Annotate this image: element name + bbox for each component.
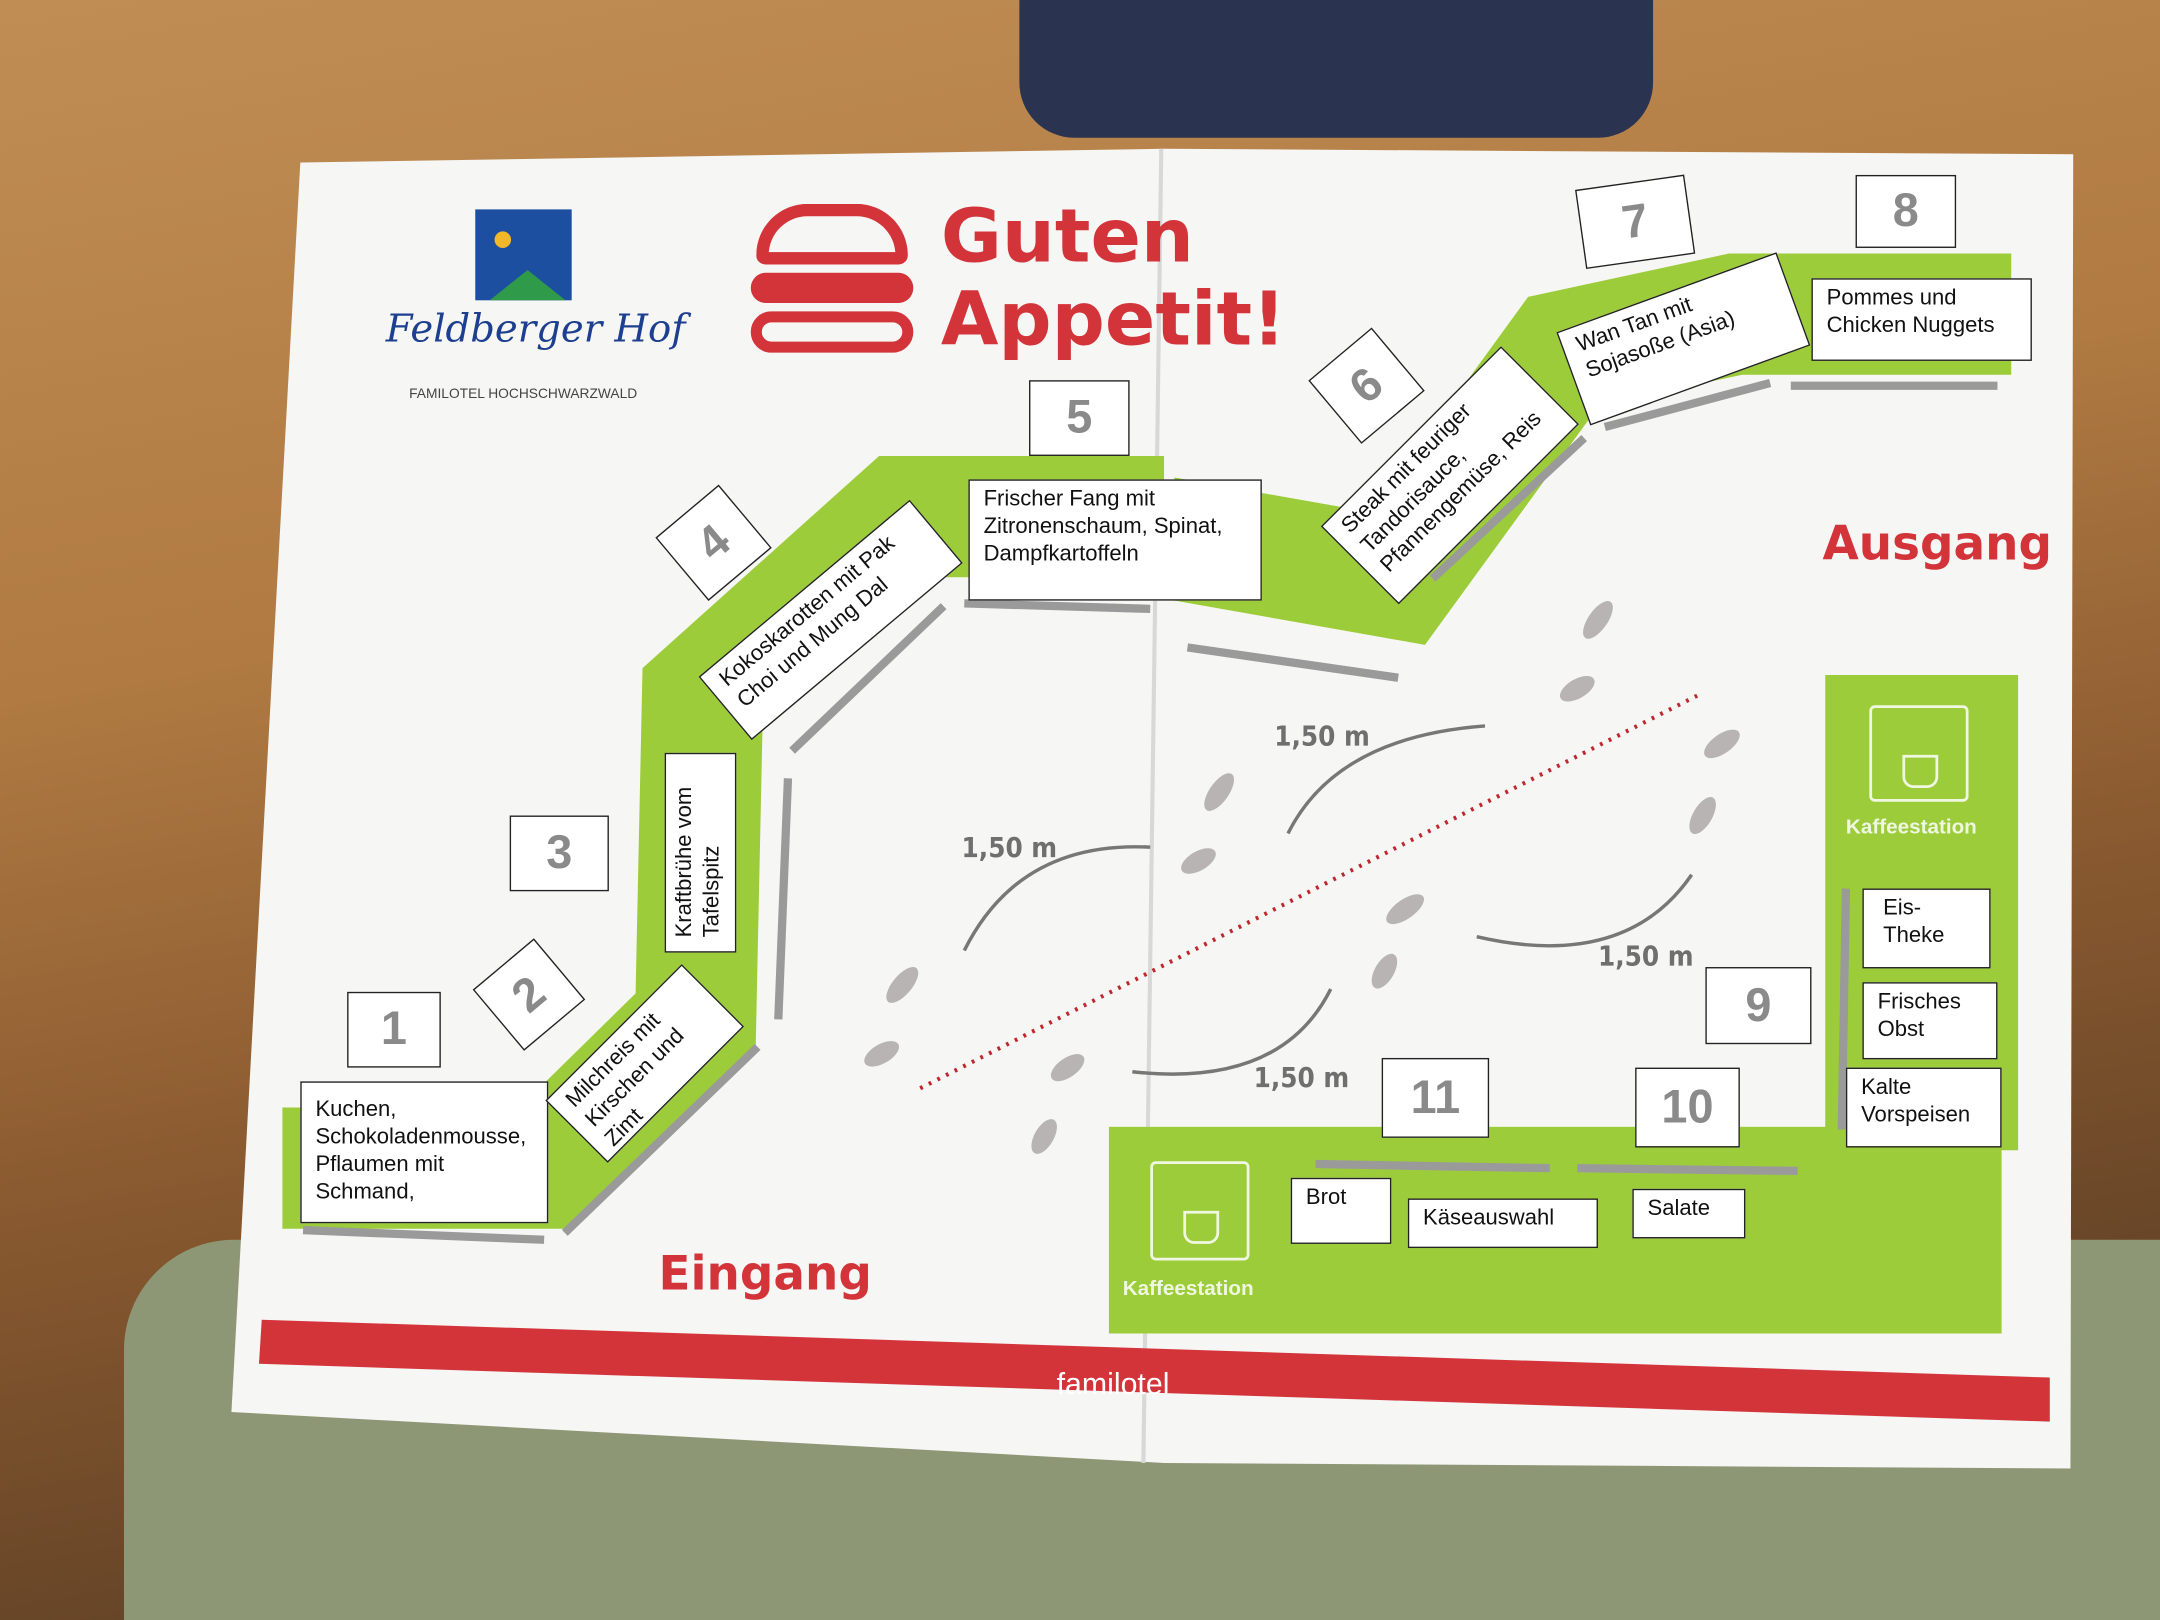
logo-subtitle: FAMILOTEL HOCHSCHWARZWALD bbox=[409, 387, 638, 403]
distance-label: 1,50 m bbox=[1274, 719, 1370, 753]
footer-red-bar bbox=[258, 1319, 2050, 1422]
distance-label: 1,50 m bbox=[1597, 939, 1694, 973]
station-label: Kuchen, Schokoladenmousse, Pflaumen mit … bbox=[300, 1081, 549, 1224]
station-label: Frischer Fang mit Zitronenschaum, Spinat… bbox=[968, 479, 1262, 601]
entrance-label: Eingang bbox=[658, 1246, 872, 1302]
station-number-5: 5 bbox=[1029, 380, 1130, 456]
station-number-10: 10 bbox=[1635, 1067, 1740, 1148]
distance-arrows bbox=[962, 724, 1694, 1076]
station-number-11: 11 bbox=[1381, 1057, 1490, 1138]
station-number-1: 1 bbox=[347, 991, 441, 1068]
station-label: Eis-Theke bbox=[1862, 888, 1991, 969]
logo-brand: Feldberger Hof bbox=[385, 305, 686, 352]
station-label: Frisches Obst bbox=[1862, 982, 1998, 1060]
distance-label: 1,50 m bbox=[1253, 1060, 1350, 1094]
burger-icon bbox=[750, 203, 916, 356]
coffee-machine-icon bbox=[1150, 1161, 1250, 1261]
station-label: Käseauswahl bbox=[1407, 1198, 1598, 1249]
counter-lines bbox=[302, 378, 1998, 1244]
distance-divider-line bbox=[919, 693, 1699, 1091]
footer-brand: familotel bbox=[1056, 1366, 1170, 1401]
title-line-1: Guten bbox=[940, 192, 1194, 280]
coffee-station-label: Kaffeestation bbox=[1845, 815, 1977, 839]
title-line-2: Appetit! bbox=[940, 275, 1286, 363]
exit-label: Ausgang bbox=[1822, 516, 2052, 572]
logo-icon bbox=[475, 209, 572, 301]
distance-label: 1,50 m bbox=[961, 830, 1058, 864]
station-number-8: 8 bbox=[1855, 174, 1957, 248]
station-label: Salate bbox=[1632, 1188, 1746, 1239]
station-label: Pommes und Chicken Nuggets bbox=[1811, 278, 2032, 361]
station-label: Brot bbox=[1290, 1177, 1392, 1244]
footprints bbox=[864, 601, 1740, 1154]
coffee-machine-icon bbox=[1869, 705, 1969, 802]
station-number-3: 3 bbox=[509, 815, 609, 892]
station-label: Kraftbrühe vom Tafelspitz bbox=[664, 752, 737, 953]
station-number-9: 9 bbox=[1705, 967, 1812, 1045]
cloth bbox=[1019, 0, 1654, 138]
station-label: Kalte Vorspeisen bbox=[1845, 1067, 2002, 1148]
coffee-station-label: Kaffeestation bbox=[1122, 1276, 1254, 1301]
station-number-7: 7 bbox=[1575, 174, 1696, 270]
